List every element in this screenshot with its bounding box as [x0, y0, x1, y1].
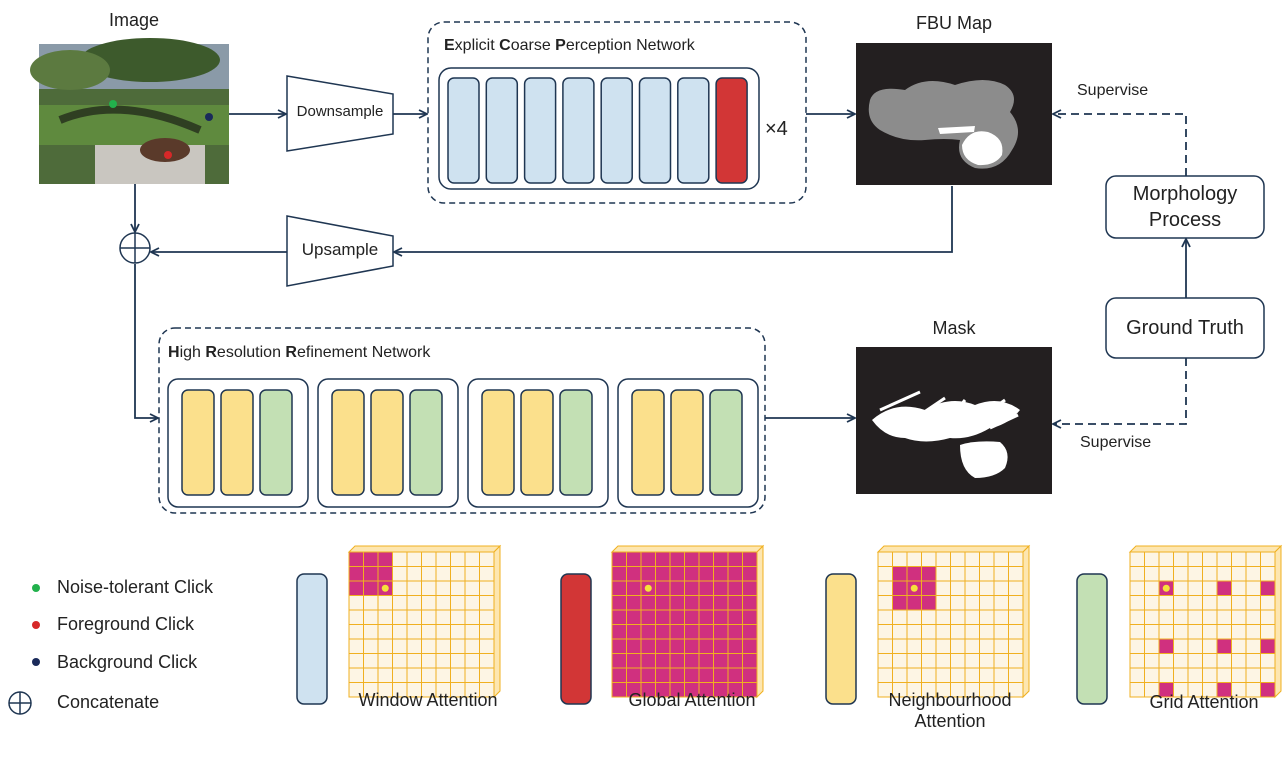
- mask-label: Mask: [932, 318, 976, 338]
- global-attention-block: [560, 573, 592, 705]
- hrrn-grid-block: [259, 389, 293, 496]
- background-click-marker: [205, 113, 213, 121]
- ecpn-window-block: [638, 77, 672, 184]
- hrrn-neighbourhood-block: [220, 389, 254, 496]
- hrrn-neighbourhood-block: [520, 389, 554, 496]
- hrrn-grid-block: [709, 389, 743, 496]
- fbu-map: [856, 43, 1052, 185]
- morphology-label: Morphology Process: [1106, 181, 1264, 233]
- ecpn-window-block: [523, 77, 557, 184]
- legend-navy-dot: [32, 658, 40, 666]
- legend-noise: Noise-tolerant Click: [57, 577, 214, 597]
- legend-concat-icon: [8, 691, 32, 715]
- flow-arrows: [135, 114, 1186, 418]
- supervise-top-label: Supervise: [1077, 82, 1149, 99]
- ecpn-title: Explicit Coarse Perception Network: [444, 37, 695, 54]
- downsample-label: Downsample: [296, 103, 384, 120]
- fbu-map-label: FBU Map: [915, 13, 993, 33]
- ecpn-blocks: [447, 77, 748, 184]
- global-attention-grid: [610, 544, 765, 699]
- hrrn-neighbourhood-block: [331, 389, 365, 496]
- ecpn-window-block: [677, 77, 710, 184]
- grid-attention-label: Grid Attention: [1149, 692, 1259, 712]
- grid-attention-grid: [1128, 544, 1283, 699]
- morphology-line2: Process: [1148, 209, 1222, 231]
- ecpn-window-block: [600, 77, 633, 184]
- neighbourhood-attention-label: Neighbourhood Attention: [888, 690, 1012, 731]
- morphology-line1: Morphology: [1132, 183, 1238, 205]
- global-attention-label: Global Attention: [628, 690, 756, 710]
- hrrn-grid-block: [409, 389, 443, 496]
- legend-background: Background Click: [57, 652, 198, 672]
- noise-click-marker: [109, 100, 117, 108]
- legend-green-dot: [32, 584, 40, 592]
- hrrn-grid-block: [559, 389, 593, 496]
- legend-concat: Concatenate: [57, 692, 160, 712]
- foreground-click-marker: [164, 151, 172, 159]
- hrrn-blocks: [167, 378, 759, 508]
- hrrn-neighbourhood-block: [181, 389, 215, 496]
- downsample-block: [286, 75, 394, 152]
- ecpn-window-block: [447, 77, 480, 184]
- neighbourhood-attention-block: [825, 573, 857, 705]
- legend-red-dot: [32, 621, 40, 629]
- hrrn-neighbourhood-block: [631, 389, 665, 496]
- ground-truth-box: [1105, 297, 1265, 359]
- input-image: [30, 38, 229, 184]
- ecpn-frame: [427, 21, 807, 204]
- hrrn-neighbourhood-block: [370, 389, 404, 496]
- hrrn-title: High Resolution Refinement Network: [168, 344, 431, 361]
- ecpn-window-block: [562, 77, 595, 184]
- attention-grids: [347, 544, 1283, 699]
- ecpn-global-block: [715, 77, 748, 184]
- neighbourhood-attention-grid: [876, 544, 1031, 699]
- ecpn-inner: [438, 67, 760, 190]
- window-attention-label: Window Attention: [358, 690, 498, 710]
- image-label: Image: [108, 10, 160, 30]
- window-attention-grid: [347, 544, 502, 699]
- supervise-bottom-label: Supervise: [1080, 434, 1152, 451]
- ecpn-window-block: [485, 77, 519, 184]
- concat-symbol: [119, 232, 151, 264]
- ground-truth-label: Ground Truth: [1126, 317, 1244, 339]
- upsample-block: [286, 215, 394, 287]
- supervise-arrows: [1053, 114, 1187, 424]
- hrrn-frame: [158, 327, 766, 514]
- upsample-label: Upsample: [301, 240, 379, 259]
- mask-output: [856, 347, 1052, 494]
- hrrn-neighbourhood-block: [670, 389, 704, 496]
- grid-attention-block: [1076, 573, 1108, 705]
- hrrn-neighbourhood-block: [481, 389, 515, 496]
- legend-foreground: Foreground Click: [57, 614, 195, 634]
- window-attention-block: [296, 573, 328, 705]
- times4-label: ×4: [765, 118, 788, 140]
